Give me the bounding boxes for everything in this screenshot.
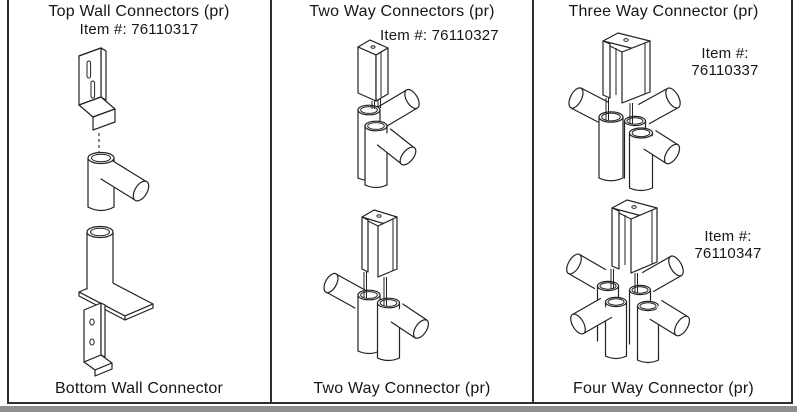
panel3-bottom-label: Four Way Connector (pr) xyxy=(573,380,754,397)
panel2-bottom-label: Two Way Connector (pr) xyxy=(313,380,491,397)
top-wall-connector-figure xyxy=(55,45,225,218)
panel1-item-number: Item #: 76110317 xyxy=(79,21,199,38)
panel-divider-2 xyxy=(532,0,534,404)
three-way-connector-drawing xyxy=(568,32,681,192)
item-label: Item #: xyxy=(704,228,752,245)
item-label: Item #: xyxy=(701,45,749,62)
panel1-title: Top Wall Connectors (pr) xyxy=(48,3,230,20)
page-edge-shadow xyxy=(0,406,797,412)
four-way-connector-figure xyxy=(556,196,706,368)
outer-frame xyxy=(7,0,793,404)
panel3-title: Three Way Connector (pr) xyxy=(568,3,759,20)
panel-divider-1 xyxy=(270,0,272,404)
four-way-connector-drawing xyxy=(566,199,691,364)
top-wall-connector-drawing xyxy=(78,47,150,212)
panel2-item-number: Item #: 76110327 xyxy=(380,27,499,44)
item-number: 76110347 xyxy=(694,245,762,262)
three-way-connector-figure xyxy=(556,28,706,193)
bottom-wall-connector-figure xyxy=(55,222,225,377)
two-way-connector-upper-figure xyxy=(348,34,483,189)
panel1-bottom-label: Bottom Wall Connector xyxy=(54,380,224,397)
bottom-wall-connector-drawing xyxy=(78,225,154,377)
two-way-connector-lower-drawing xyxy=(323,209,430,362)
panel3-item-number-top: Item #: 76110337 xyxy=(660,45,790,79)
two-way-connector-lower-figure xyxy=(315,203,450,368)
item-number: 76110337 xyxy=(691,62,759,79)
panel3-item-number-bottom: Item #: 76110347 xyxy=(663,228,793,262)
two-way-connector-upper-drawing xyxy=(357,39,420,189)
panel2-title: Two Way Connectors (pr) xyxy=(309,3,495,20)
